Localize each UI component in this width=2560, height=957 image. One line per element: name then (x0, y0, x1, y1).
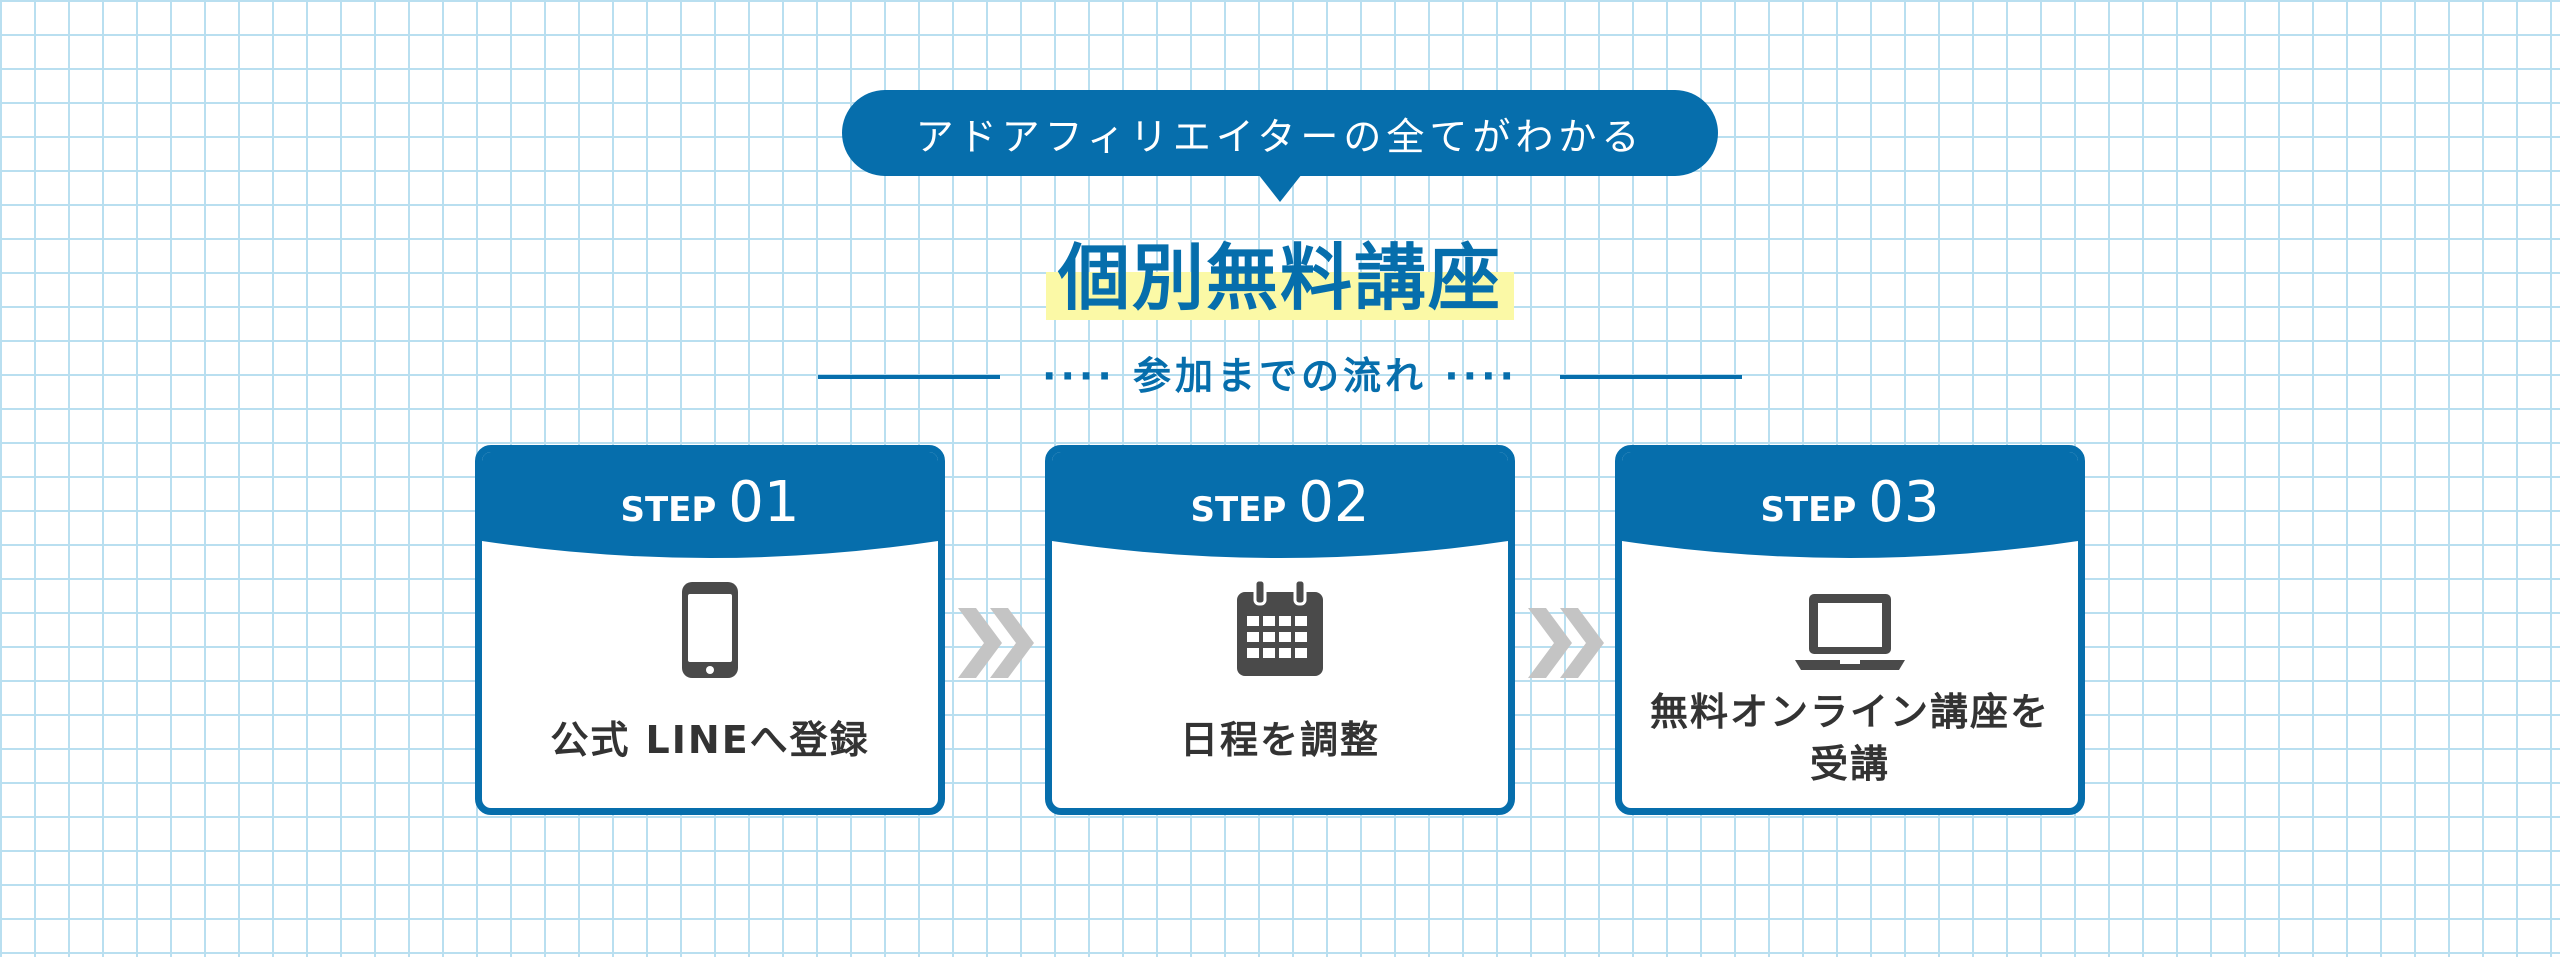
step-word: STEP (1760, 490, 1857, 530)
step-label: 公式 LINEへ登録 (550, 718, 870, 762)
step-header-curve (1622, 535, 2078, 558)
flow-subtitle: ···· 参加までの流れ ···· (1042, 354, 1518, 398)
step-card-03: STEP 03 無料オンライン講座を 受講 (1615, 445, 2085, 815)
step-card-02: STEP 02 日程を調整 (1045, 445, 1515, 815)
smartphone-icon (682, 582, 738, 678)
step-label: 日程を調整 (1179, 718, 1380, 762)
step-word: STEP (1190, 490, 1287, 530)
step-label-line-2: 受講 (1809, 742, 1890, 786)
step-label-line-1: 無料オンライン講座を (1649, 690, 2050, 734)
title-highlight-marker (1046, 272, 1514, 320)
subtitle-rule-left (818, 375, 1000, 379)
step-header: STEP 01 (482, 452, 938, 536)
subtitle-rule-right (1560, 375, 1742, 379)
chevron-right-icon (958, 608, 1034, 678)
tagline-bubble: アドアフィリエイターの全てがわかる (842, 90, 1718, 176)
step-number: 01 (728, 470, 800, 535)
step-card-01: STEP 01 公式 LINEへ登録 (475, 445, 945, 815)
step-header: STEP 03 (1622, 452, 2078, 536)
step-number: 03 (1868, 470, 1940, 535)
page-title: 個別無料講座 (1057, 236, 1502, 320)
calendar-icon (1237, 580, 1323, 676)
step-header-curve (482, 535, 938, 558)
tagline-bubble-tail (1258, 174, 1302, 202)
tagline-text: アドアフィリエイターの全てがわかる (915, 114, 1645, 159)
step-number: 02 (1298, 470, 1370, 535)
step-header-curve (1052, 535, 1508, 558)
laptop-icon (1795, 594, 1905, 670)
step-label: 無料オンライン講座を 受講 (1622, 686, 2078, 790)
step-header: STEP 02 (1052, 452, 1508, 536)
step-word: STEP (620, 490, 717, 530)
chevron-right-icon (1528, 608, 1604, 678)
